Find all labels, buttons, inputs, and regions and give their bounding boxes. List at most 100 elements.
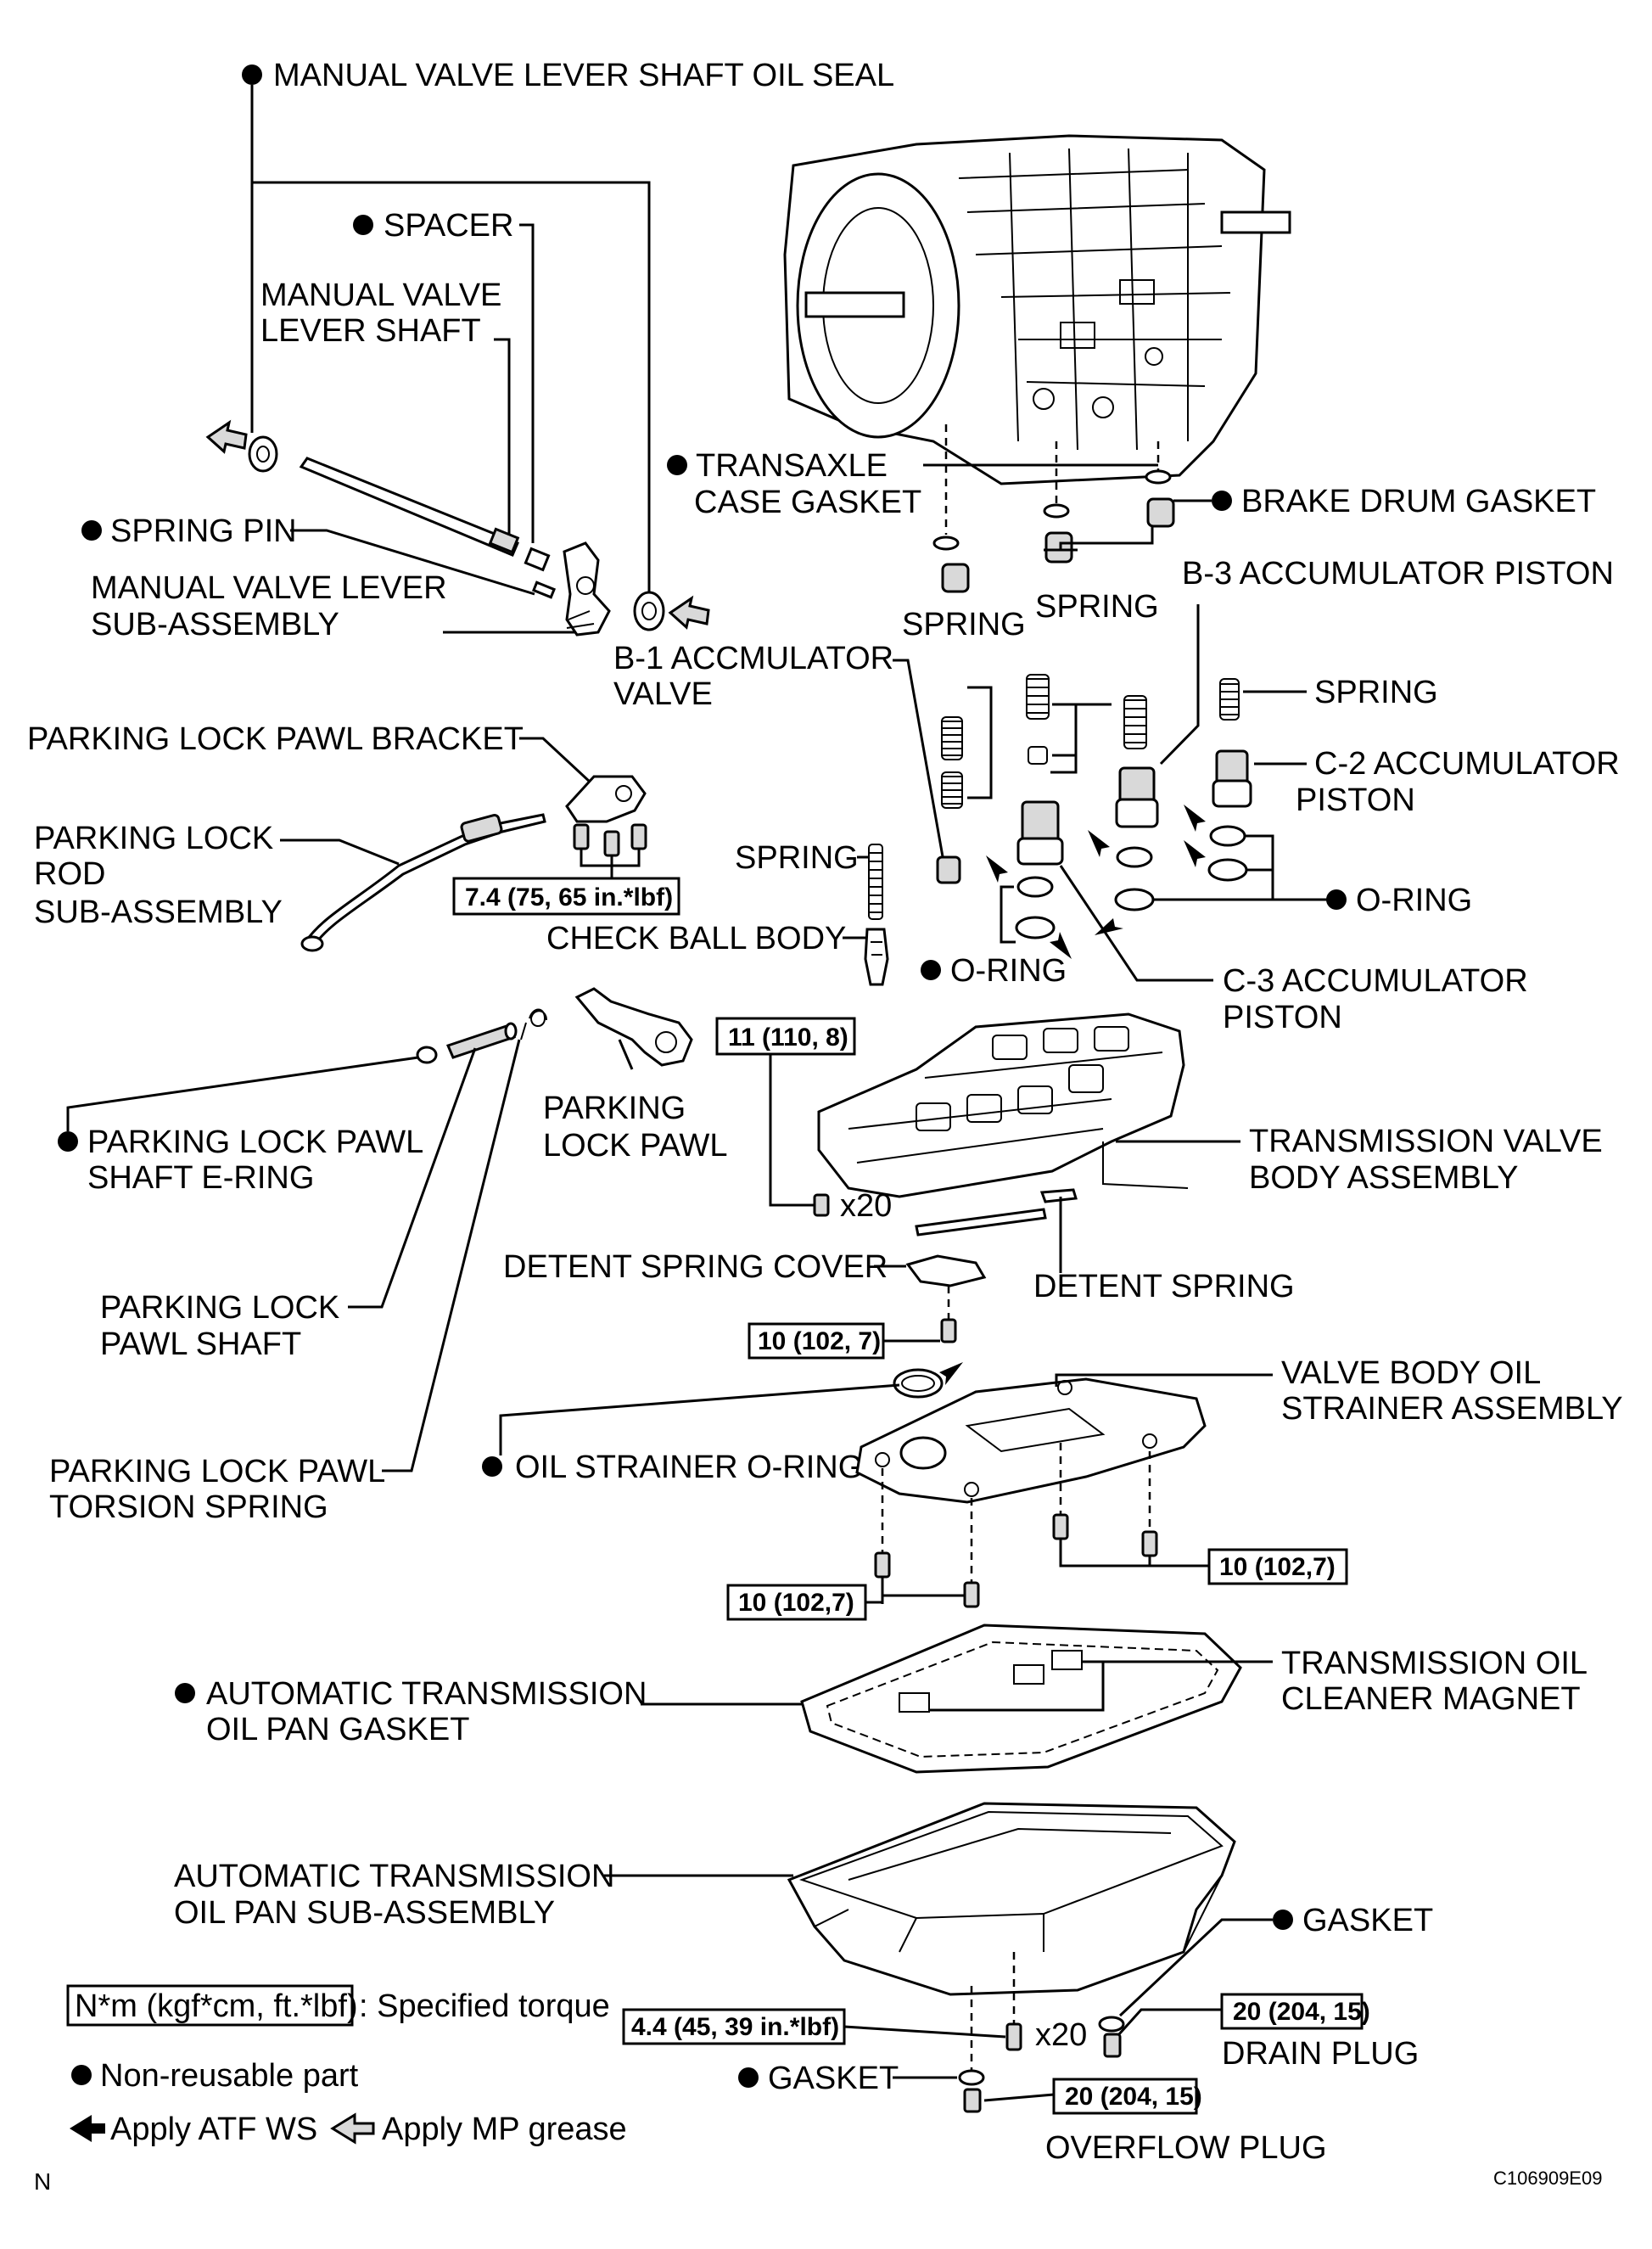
label-oil-pan-gasket-1: AUTOMATIC TRANSMISSION: [206, 1676, 647, 1712]
atf-arrow-icon: [70, 2115, 105, 2142]
label-oil-pan-sub-1: AUTOMATIC TRANSMISSION: [174, 1859, 614, 1894]
b3-piston-lower: [1115, 766, 1159, 828]
valve-body-bolt: [813, 1193, 830, 1217]
non-reusable-mark: [353, 215, 373, 235]
non-reusable-mark: [482, 1456, 502, 1477]
label-x20-a: x20: [840, 1188, 892, 1224]
check-ball-body-part: [864, 928, 889, 986]
mp-grease-arrow-icon: [205, 419, 248, 454]
label-b1-accumulator-valve-1: B-1 ACCMULATOR: [613, 641, 893, 676]
oil-seal-right: [633, 591, 665, 631]
label-parking-lock-rod-2: ROD: [34, 856, 105, 892]
label-manual-valve-lever-shaft-2: LEVER SHAFT: [260, 313, 481, 349]
label-parking-lock-pawl-2: LOCK PAWL: [543, 1128, 728, 1164]
non-reusable-mark: [1326, 889, 1347, 910]
parking-lock-pawl-bracket-part: [565, 775, 647, 823]
drain-gasket-part: [1098, 2016, 1125, 2033]
label-b3-accumulator-piston: B-3 ACCUMULATOR PISTON: [1182, 556, 1614, 592]
label-c3-accumulator-piston-1: C-3 ACCUMULATOR: [1223, 963, 1528, 999]
parking-lock-pawl-shaft-part: [445, 1022, 518, 1059]
transmission-case: [783, 134, 1291, 485]
torque-pan-bolts: 4.4 (45, 39 in.*lbf): [631, 2013, 839, 2041]
torque-box-strainer-right: [1207, 1548, 1348, 1585]
manual-valve-lever-part: [563, 541, 611, 637]
label-transmission-valve-body-2: BODY ASSEMBLY: [1249, 1160, 1519, 1196]
label-transmission-valve-body-1: TRANSMISSION VALVE: [1249, 1124, 1603, 1159]
parking-lock-rod-part: [300, 813, 546, 952]
atf-arrow-icon: [986, 805, 1206, 959]
label-spacer: SPACER: [384, 208, 513, 244]
label-valve-body-oil-strainer-1: VALVE BODY OIL: [1281, 1355, 1541, 1391]
label-oil-pan-sub-2: OIL PAN SUB-ASSEMBLY: [174, 1895, 555, 1931]
label-torsion-spring-1: PARKING LOCK PAWL: [49, 1454, 385, 1489]
torque-box-overflow: [1052, 2078, 1198, 2115]
label-gasket-right: GASKET: [1302, 1903, 1433, 1938]
legend: N*m (kgf*cm, ft.*lbf) : Specified torque…: [66, 1984, 627, 2147]
non-reusable-mark: [1273, 1910, 1293, 1930]
non-reusable-icon: [71, 2065, 92, 2085]
label-c3-accumulator-piston-2: PISTON: [1223, 1000, 1342, 1035]
torque-cover-bolt: 10 (102, 7): [758, 1327, 881, 1355]
label-parking-lock-pawl-shaft-1: PARKING LOCK: [100, 1290, 339, 1326]
legend-apply-grease: Apply MP grease: [382, 2112, 627, 2147]
label-spring-b: SPRING: [1035, 589, 1159, 625]
torque-box-bracket: [452, 877, 680, 916]
oil-pan-part: [787, 1802, 1236, 1996]
accumulator-springs: [941, 674, 1240, 809]
label-parking-lock-pawl-shaft-2: PAWL SHAFT: [100, 1326, 301, 1362]
label-detent-spring: DETENT SPRING: [1033, 1269, 1295, 1304]
label-parking-lock-rod-3: SUB-ASSEMBLY: [34, 895, 283, 930]
non-reusable-mark: [175, 1683, 195, 1703]
label-o-ring-right: O-RING: [1356, 883, 1472, 918]
torque-valve-body-bolts: 11 (110, 8): [728, 1024, 848, 1052]
drain-plug-part: [1103, 2033, 1122, 2058]
parking-lock-pawl-part: [574, 987, 693, 1067]
pan-bolt: [1005, 2022, 1022, 2051]
label-spring-d: SPRING: [735, 840, 859, 876]
e-ring-part: [416, 1046, 438, 1064]
torque-strainer-bolts-right: 10 (102,7): [1219, 1553, 1336, 1581]
label-parking-lock-rod-1: PARKING LOCK: [34, 821, 273, 856]
oil-seal-left: [248, 435, 278, 473]
oil-pan-gasket-part: [800, 1624, 1242, 1774]
non-reusable-mark: [81, 520, 102, 541]
label-spring-c: SPRING: [1314, 675, 1438, 710]
label-gasket-left: GASKET: [768, 2061, 899, 2096]
label-brake-drum-gasket: BRAKE DRUM GASKET: [1241, 484, 1596, 519]
spacer-part: [524, 547, 551, 572]
cover-bolt: [940, 1318, 957, 1343]
label-b1-accumulator-valve-2: VALVE: [613, 676, 713, 712]
legend-non-reusable: Non-reusable part: [100, 2058, 359, 2094]
bracket-bolts: [573, 823, 647, 857]
non-reusable-mark: [242, 64, 262, 85]
label-overflow-plug: OVERFLOW PLUG: [1045, 2130, 1327, 2166]
label-manual-valve-lever-sub-1: MANUAL VALVE LEVER: [91, 570, 447, 606]
label-c2-accumulator-piston-2: PISTON: [1296, 782, 1415, 818]
o-rings: [1015, 825, 1248, 939]
torque-strainer-bolts-left: 10 (102,7): [738, 1589, 854, 1617]
label-cleaner-magnet-2: CLEANER MAGNET: [1281, 1681, 1581, 1717]
label-o-ring-left: O-RING: [950, 953, 1067, 989]
overflow-gasket-part: [958, 2069, 985, 2086]
legend-torque-box: [66, 1984, 354, 2027]
torque-drain-plug: 20 (204, 15): [1233, 1998, 1370, 2026]
torque-box-drain: [1220, 1993, 1364, 2030]
label-detent-spring-cover: DETENT SPRING COVER: [503, 1249, 888, 1285]
torsion-spring-part: [520, 1008, 547, 1040]
c3-accumulator-piston: [1016, 800, 1064, 866]
torque-overflow-plug: 20 (204, 15): [1065, 2083, 1202, 2111]
torque-box-valve-body: [715, 1017, 856, 1056]
strainer-bolts: [874, 1513, 1158, 1608]
label-check-ball-body: CHECK BALL BODY: [546, 921, 846, 956]
detent-spring-part: [915, 1188, 1078, 1237]
label-x20-b: x20: [1035, 2017, 1087, 2053]
transaxle-case-gaskets: [932, 469, 1172, 551]
non-reusable-mark: [921, 960, 941, 980]
label-manual-valve-lever-shaft-oil-seal: MANUAL VALVE LEVER SHAFT OIL SEAL: [273, 58, 894, 93]
label-c2-accumulator-piston-1: C-2 ACCUMULATOR: [1314, 746, 1620, 782]
label-oil-pan-gasket-2: OIL PAN GASKET: [206, 1712, 469, 1747]
transmission-valve-body-part: [817, 1012, 1189, 1198]
mp-grease-arrow-icon: [330, 2112, 375, 2145]
label-parking-lock-pawl-1: PARKING: [543, 1091, 686, 1126]
figure-code: C106909E09: [1493, 2168, 1602, 2189]
